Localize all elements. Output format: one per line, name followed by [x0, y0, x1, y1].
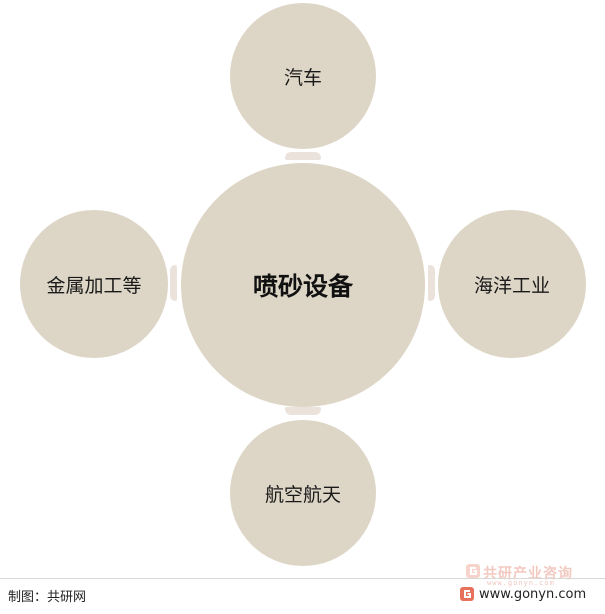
- source-credit: 制图：共研网: [8, 590, 87, 605]
- website-link[interactable]: www.gonyn.com: [459, 586, 586, 602]
- left-node: 金属加工等: [20, 210, 168, 358]
- application-diagram: 喷砂设备 汽车 金属加工等 海洋工业 航空航天: [20, 3, 586, 566]
- top-node-label: 汽车: [283, 66, 322, 89]
- footer-divider: [0, 578, 605, 579]
- website-url: www.gonyn.com: [479, 586, 587, 602]
- center-node: 喷砂设备: [181, 163, 425, 407]
- center-node-label: 喷砂设备: [252, 272, 353, 301]
- watermark-subtitle: www.gonyn.com: [487, 579, 555, 587]
- connector-left: [170, 265, 177, 301]
- connector-top: [285, 152, 321, 160]
- connector-right: [428, 265, 435, 301]
- connector-bottom: [285, 407, 321, 415]
- watermark-logo-icon: [466, 564, 480, 578]
- bottom-node-label: 航空航天: [264, 483, 341, 506]
- bottom-node: 航空航天: [230, 420, 376, 566]
- left-node-label: 金属加工等: [46, 274, 142, 297]
- right-node: 海洋工业: [438, 210, 586, 358]
- right-node-label: 海洋工业: [473, 274, 550, 297]
- top-node: 汽车: [230, 3, 376, 149]
- gonyn-logo-icon: [460, 587, 474, 601]
